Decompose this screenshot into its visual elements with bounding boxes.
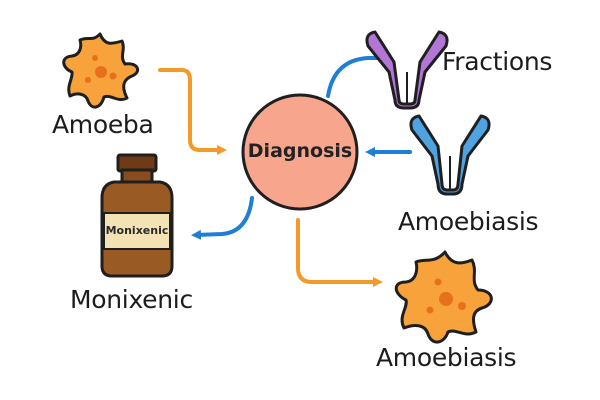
arrow-amoeba-to-diagnosis <box>158 68 227 155</box>
antibody-icon <box>409 114 491 196</box>
arrow-diagnosis-to-monixenic <box>191 196 254 240</box>
diagnosis-circle <box>241 93 359 211</box>
amoebiasis-cell-label: Amoebiasis <box>376 343 517 372</box>
connector-diagnosis-fractions <box>326 56 380 98</box>
amoeba-icon <box>394 250 493 344</box>
antibody-icon <box>365 30 449 110</box>
diagnosis-label: Diagnosis <box>247 140 353 162</box>
amoeba-icon <box>62 32 140 109</box>
bottle-label: Monixenic <box>105 224 169 237</box>
bottle-icon <box>100 153 174 278</box>
monixenic-label: Monixenic <box>70 285 193 314</box>
amoebiasis-antibody-label: Amoebiasis <box>398 207 539 236</box>
fractions-label: Fractions <box>442 47 553 76</box>
amoeba-label: Amoeba <box>52 110 154 139</box>
arrow-diagnosis-to-amoebiasis-cell <box>296 218 383 287</box>
